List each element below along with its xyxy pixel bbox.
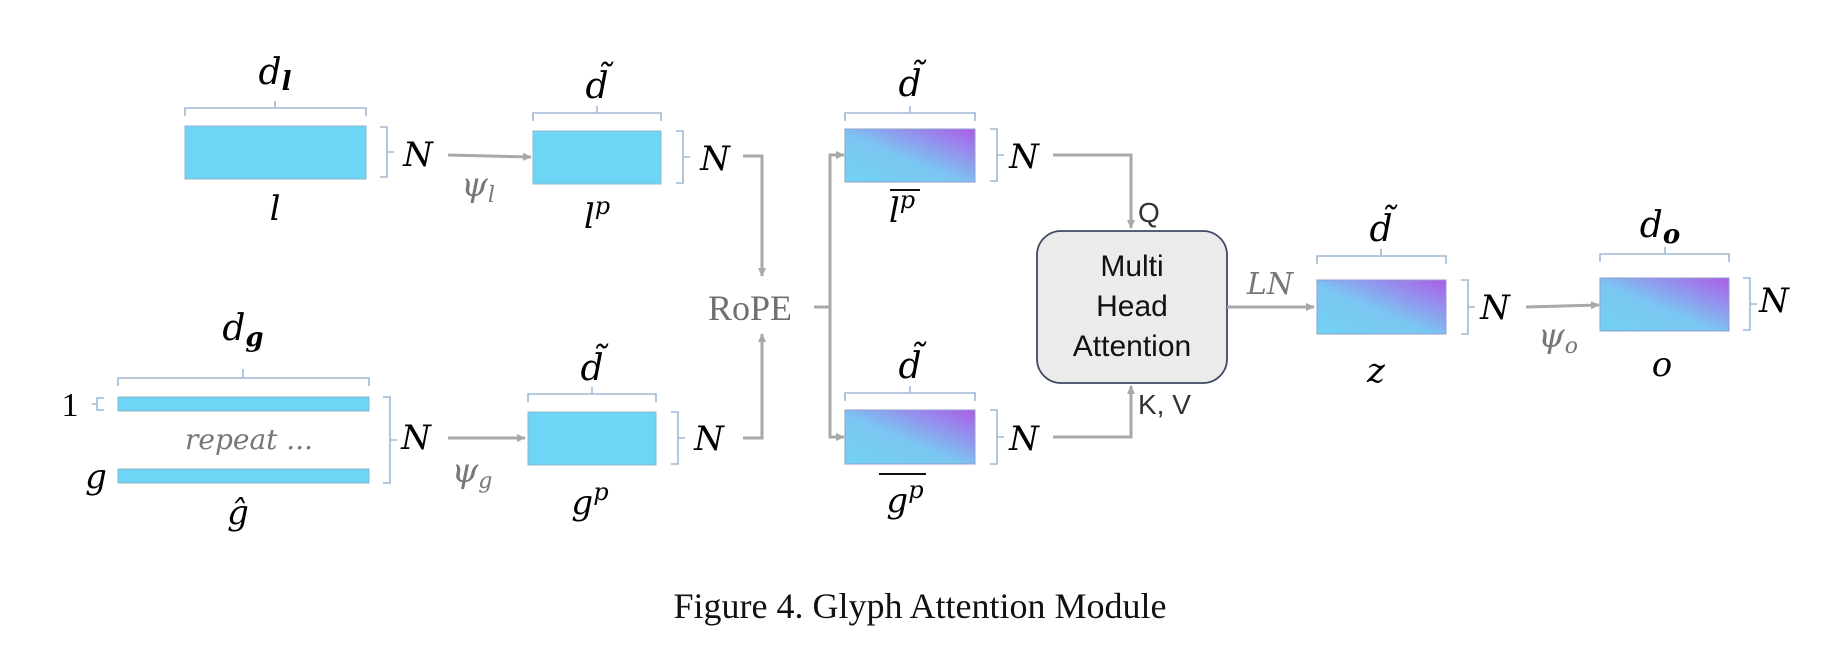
block-gbar bbox=[844, 409, 976, 465]
brace-top-o bbox=[1599, 247, 1730, 262]
label-N-lbar: N bbox=[1008, 137, 1040, 177]
brace-right-o bbox=[1743, 277, 1757, 331]
label-ln: LN bbox=[1246, 267, 1295, 302]
brace-right-g bbox=[383, 396, 397, 484]
arrow-kv bbox=[1053, 385, 1135, 439]
label-dtilde-gbar: d̃ bbox=[898, 342, 926, 387]
label-dtilde-lbar: d̃ bbox=[898, 60, 926, 105]
brace-right-lbar bbox=[990, 128, 1004, 182]
block-lp bbox=[532, 130, 662, 185]
mha-line-1: Multi bbox=[1100, 250, 1163, 283]
label-d-g: dg bbox=[222, 308, 263, 353]
label-d-o: do bbox=[1640, 205, 1680, 250]
brace-left-one bbox=[92, 397, 104, 411]
brace-top-gp bbox=[527, 387, 657, 402]
arrow-psi-o bbox=[1525, 301, 1600, 310]
block-z bbox=[1316, 279, 1447, 335]
brace-right-l bbox=[380, 126, 394, 178]
label-N-o: N bbox=[1758, 281, 1790, 321]
block-o bbox=[1599, 277, 1730, 332]
label-g: g bbox=[85, 457, 107, 497]
label-q: Q bbox=[1138, 197, 1160, 228]
mha-line-3: Attention bbox=[1073, 330, 1191, 363]
brace-right-lp bbox=[676, 130, 690, 184]
brace-right-gp bbox=[671, 411, 685, 465]
arrow-q bbox=[1053, 153, 1135, 229]
arrow-rope-to-lbar bbox=[814, 151, 845, 309]
label-repeat: repeat ... bbox=[185, 423, 313, 456]
label-dtilde-gp: d̃ bbox=[580, 344, 608, 389]
arrow-gp-to-rope bbox=[743, 333, 766, 440]
label-N-l: N bbox=[402, 135, 434, 175]
label-z: z bbox=[1366, 351, 1386, 391]
label-N-lp: N bbox=[699, 139, 731, 179]
label-lbar: lp bbox=[889, 186, 915, 231]
brace-right-z bbox=[1461, 279, 1475, 335]
label-l: l bbox=[270, 189, 281, 229]
label-psi-g: ψg bbox=[452, 451, 493, 494]
label-gbar: gp bbox=[886, 476, 923, 521]
block-g-last-row bbox=[117, 468, 370, 484]
figure-caption: Figure 4. Glyph Attention Module bbox=[674, 586, 1167, 626]
label-N-gbar: N bbox=[1008, 419, 1040, 459]
label-psi-o: ψo bbox=[1538, 316, 1578, 359]
label-N-z: N bbox=[1479, 288, 1511, 328]
label-N-gp: N bbox=[693, 419, 725, 459]
label-rope: RoPE bbox=[708, 288, 792, 328]
label-kv: K, V bbox=[1138, 389, 1191, 420]
label-dtilde-lp: d̃ bbox=[585, 62, 613, 107]
label-psi-l: ψl bbox=[461, 165, 495, 208]
label-dtilde-z: d̃ bbox=[1369, 205, 1397, 250]
label-gp: gp bbox=[571, 478, 608, 523]
brace-top-gbar bbox=[844, 386, 976, 401]
arrow-rope-to-gbar bbox=[828, 307, 845, 441]
arrow-lp-to-rope bbox=[743, 154, 766, 277]
label-ghat: ĝ bbox=[227, 493, 249, 533]
arrow-psi-l bbox=[447, 152, 532, 161]
label-one: 1 bbox=[62, 387, 79, 424]
label-o: o bbox=[1652, 345, 1672, 385]
label-d-l: dl bbox=[259, 52, 292, 97]
mha-line-2: Head bbox=[1096, 290, 1168, 323]
brace-top-lbar bbox=[844, 106, 976, 121]
label-lp: lp bbox=[584, 192, 610, 237]
block-gp bbox=[527, 411, 657, 466]
brace-right-gbar bbox=[990, 409, 1004, 465]
brace-top-z bbox=[1316, 249, 1447, 264]
label-N-g: N bbox=[400, 418, 432, 458]
brace-top-l bbox=[184, 101, 367, 116]
brace-top-g bbox=[117, 369, 370, 386]
brace-top-lp bbox=[532, 106, 662, 121]
block-lbar bbox=[844, 128, 976, 183]
block-l bbox=[184, 125, 367, 180]
block-g-first-row bbox=[117, 396, 370, 412]
